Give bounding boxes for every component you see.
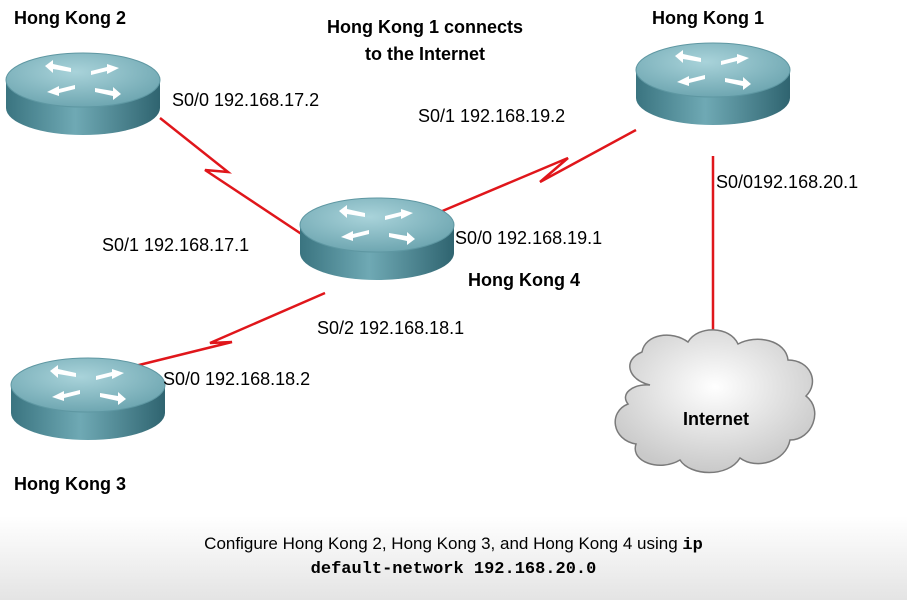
router-name-hk4: Hong Kong 4 xyxy=(468,270,580,290)
router-hk3[interactable] xyxy=(10,357,166,441)
router-hk4[interactable] xyxy=(299,197,455,281)
router-hk2[interactable] xyxy=(5,52,161,136)
note-line-2: to the Internet xyxy=(365,44,485,64)
note-line-1: Hong Kong 1 connects xyxy=(326,17,523,37)
iface-hk2-s00: S0/0 192.168.17.2 xyxy=(172,90,320,110)
internet-cloud[interactable]: Internet xyxy=(614,329,816,474)
internet-note: Hong Kong 1 connects to the Internet xyxy=(290,14,560,68)
caption-command-start: ip xyxy=(682,536,703,555)
iface-hk3-s00: S0/0 192.168.18.2 xyxy=(163,369,311,389)
caption-command: default-network 192.168.20.0 xyxy=(310,560,597,579)
iface-hk4-s00: S0/0 192.168.19.1 xyxy=(455,228,603,248)
iface-hk4-s02: S0/2 192.168.18.1 xyxy=(317,318,465,338)
caption-text: Configure Hong Kong 2, Hong Kong 3, and … xyxy=(204,534,683,553)
link-hk2-hk4 xyxy=(159,117,319,247)
cloud-label: Internet xyxy=(683,409,749,429)
router-name-hk3: Hong Kong 3 xyxy=(14,474,126,494)
router-hk1[interactable] xyxy=(635,42,791,126)
iface-hk1-s01: S0/1 192.168.19.2 xyxy=(418,106,566,126)
iface-hk4-s01: S0/1 192.168.17.1 xyxy=(102,235,250,255)
router-name-hk2: Hong Kong 2 xyxy=(14,8,126,28)
iface-hk1-s00: S0/0192.168.20.1 xyxy=(716,172,859,192)
link-hk4-hk3 xyxy=(134,291,326,368)
link-hk4-hk1 xyxy=(439,128,637,214)
router-name-hk1: Hong Kong 1 xyxy=(652,8,764,28)
caption-panel: Configure Hong Kong 2, Hong Kong 3, and … xyxy=(0,516,907,600)
caption-line-1: Configure Hong Kong 2, Hong Kong 3, and … xyxy=(0,534,907,555)
